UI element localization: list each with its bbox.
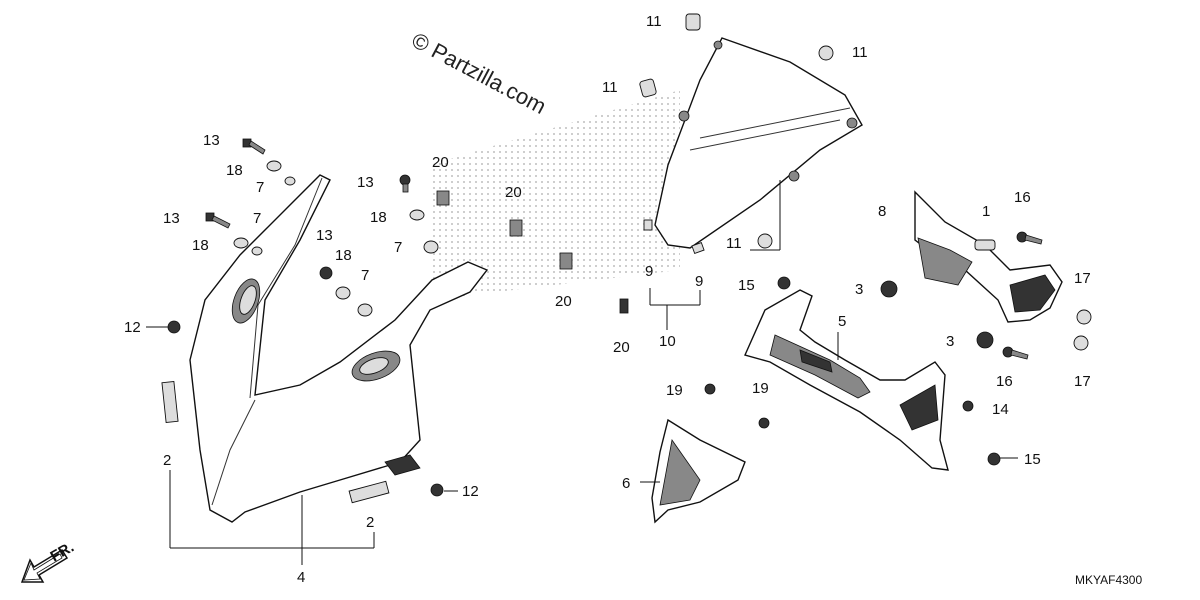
pad-part[interactable] (643, 219, 653, 231)
callout-16: 16 (996, 373, 1013, 390)
screw-part[interactable] (430, 483, 444, 497)
washer-part[interactable] (335, 286, 351, 300)
callout-3: 3 (946, 333, 954, 350)
bolt-part[interactable] (242, 138, 266, 155)
windscreen-part[interactable] (654, 37, 863, 249)
bolt-part[interactable] (1016, 231, 1043, 245)
nut-part[interactable] (1073, 335, 1089, 351)
callout-1: 1 (982, 203, 990, 220)
callout-19: 19 (752, 380, 769, 397)
callout-17: 17 (1074, 270, 1091, 287)
clip-nut-part[interactable] (436, 190, 450, 206)
callout-13: 13 (357, 174, 374, 191)
inner-panel-part[interactable] (744, 289, 949, 471)
callout-4: 4 (297, 569, 305, 586)
diagram-code: MKYAF4300 (1075, 573, 1142, 587)
callout-18: 18 (370, 209, 387, 226)
washer-part[interactable] (266, 160, 282, 172)
callout-2: 2 (366, 514, 374, 531)
callout-16: 16 (1014, 189, 1031, 206)
front-direction-arrow: FR. (20, 539, 77, 583)
callout-7: 7 (256, 179, 264, 196)
callout-12: 12 (124, 319, 141, 336)
callout-15: 15 (1024, 451, 1041, 468)
callout-20: 20 (505, 184, 522, 201)
screw-part[interactable] (704, 383, 716, 395)
callout-12: 12 (462, 483, 479, 500)
washer-part[interactable] (409, 209, 425, 221)
callout-18: 18 (226, 162, 243, 179)
callout-3: 3 (855, 281, 863, 298)
screw-part[interactable] (167, 320, 181, 334)
grommet-part[interactable] (976, 331, 994, 349)
callout-6: 6 (622, 475, 630, 492)
bolt-part[interactable] (399, 174, 411, 193)
callout-2: 2 (163, 452, 171, 469)
pad-part[interactable] (691, 241, 705, 255)
callout-labels: 1 2 2 3 3 4 5 6 7 7 7 7 8 9 9 10 11 11 1… (124, 13, 1091, 586)
callout-9: 9 (645, 263, 653, 280)
clip-nut-part[interactable] (559, 252, 573, 270)
washer-part[interactable] (357, 303, 373, 317)
callout-15: 15 (738, 277, 755, 294)
callout-11: 11 (602, 79, 618, 96)
callout-20: 20 (613, 339, 630, 356)
watermark: © Partzilla.com (408, 27, 551, 119)
screw-part[interactable] (987, 452, 1001, 466)
washer-part[interactable] (284, 176, 296, 186)
washer-part[interactable] (251, 246, 263, 256)
spacer-part[interactable] (757, 233, 773, 249)
callout-9: 9 (695, 273, 703, 290)
callout-19: 19 (666, 382, 683, 399)
callout-20: 20 (555, 293, 572, 310)
nut-part[interactable] (1076, 309, 1092, 325)
washer-part[interactable] (233, 237, 249, 249)
tape-part[interactable] (161, 380, 179, 424)
bolt-part[interactable] (205, 212, 231, 229)
bolt-part[interactable] (1002, 346, 1029, 360)
upper-cowl-part[interactable] (189, 174, 489, 523)
callout-14: 14 (992, 401, 1009, 418)
bolt-part[interactable] (319, 266, 333, 280)
spacer-part[interactable] (639, 78, 657, 98)
spacer-part[interactable] (685, 13, 701, 31)
screw-part[interactable] (962, 400, 974, 412)
stay-bracket-part[interactable] (914, 190, 1063, 323)
callout-8: 8 (878, 203, 886, 220)
screw-part[interactable] (777, 276, 791, 290)
dotted-background (430, 90, 680, 300)
callout-7: 7 (394, 239, 402, 256)
callout-11: 11 (646, 13, 662, 30)
lower-nose-part[interactable] (651, 418, 746, 524)
callout-18: 18 (335, 247, 352, 264)
clip-nut-part[interactable] (619, 298, 629, 314)
callout-20: 20 (432, 154, 449, 171)
callout-7: 7 (253, 210, 261, 227)
screw-part[interactable] (758, 417, 770, 429)
grommet-part[interactable] (880, 280, 898, 298)
callout-11: 11 (726, 235, 742, 252)
callout-5: 5 (838, 313, 846, 330)
callout-17: 17 (1074, 373, 1091, 390)
leader-lines (146, 180, 1018, 565)
washer-part[interactable] (423, 240, 439, 254)
callout-7: 7 (361, 267, 369, 284)
callout-13: 13 (163, 210, 180, 227)
callout-11: 11 (852, 44, 868, 61)
callout-13: 13 (203, 132, 220, 149)
callout-10: 10 (659, 333, 676, 350)
callout-13: 13 (316, 227, 333, 244)
spacer-part[interactable] (818, 45, 834, 61)
callout-18: 18 (192, 237, 209, 254)
clip-nut-part[interactable] (509, 219, 523, 237)
tape-part[interactable] (348, 480, 390, 504)
